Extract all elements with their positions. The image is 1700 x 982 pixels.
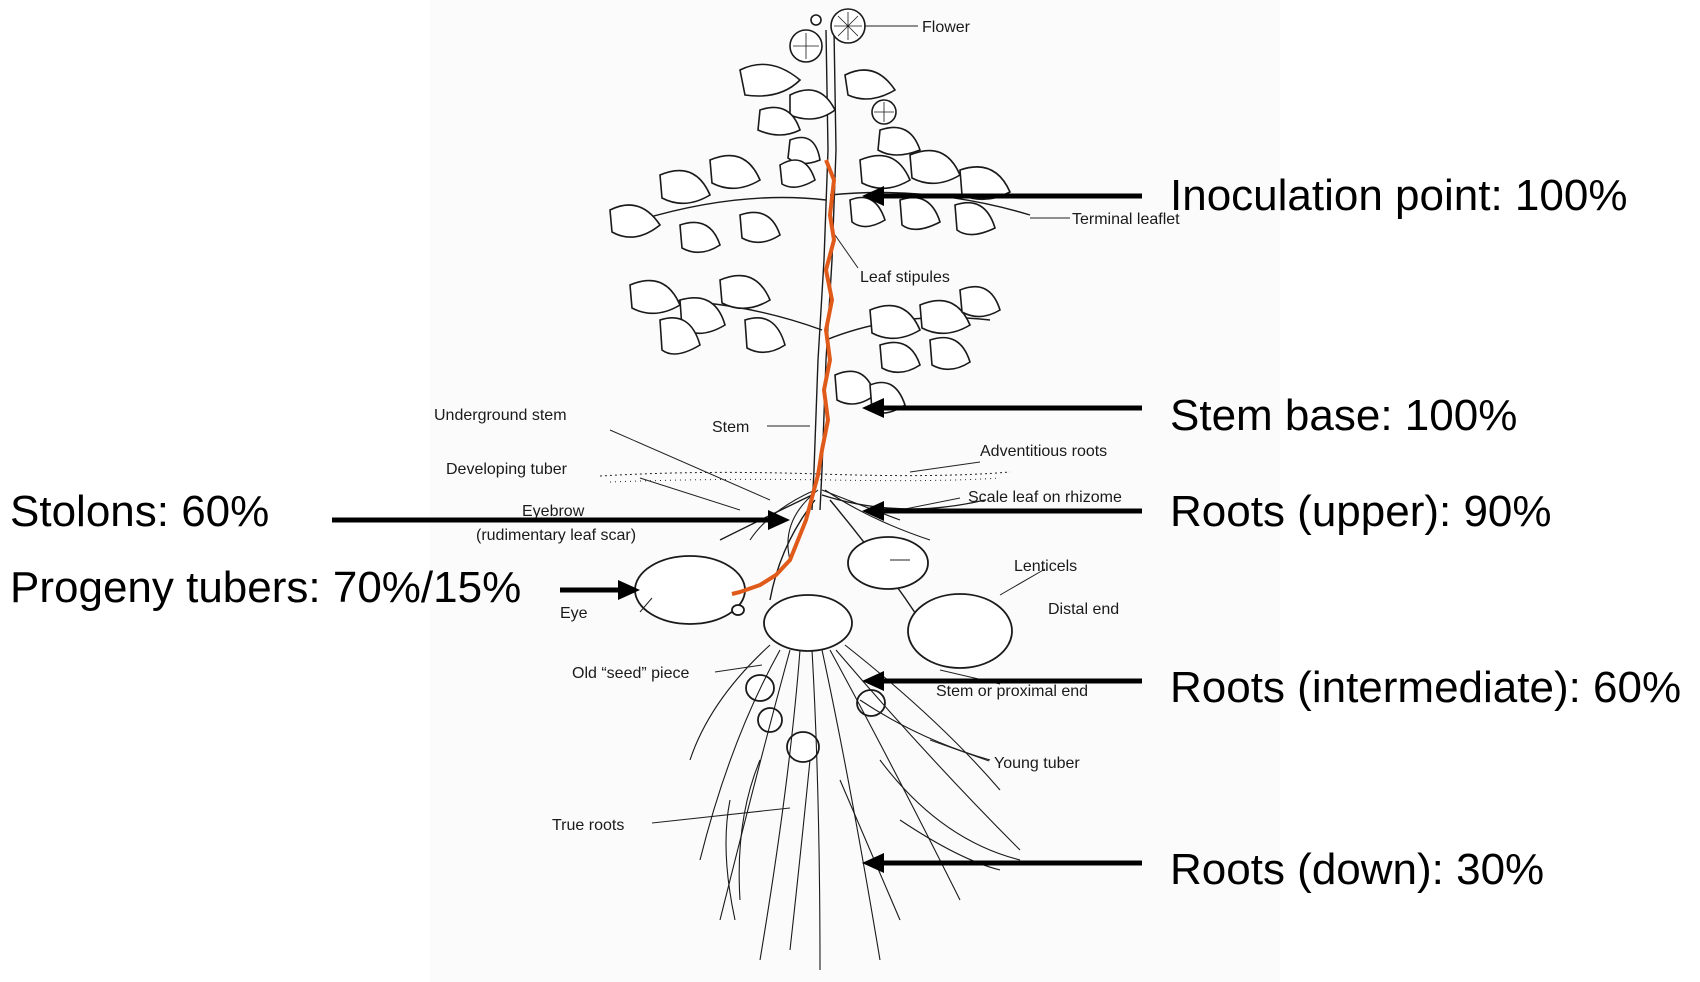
figure-background (430, 0, 1280, 982)
annotation-roots-down: Roots (down): 30% (1170, 845, 1544, 894)
young-tuber-2 (758, 708, 782, 732)
label-terminal-leaflet: Terminal leaflet (1072, 211, 1180, 228)
old-seed-piece (764, 595, 852, 651)
annotation-stem-base: Stem base: 100% (1170, 391, 1517, 440)
label-eye: Eye (560, 605, 588, 622)
progeny-tuber-left (635, 556, 745, 624)
label-adventitious-roots: Adventitious roots (980, 443, 1107, 460)
label-young-tuber: Young tuber (994, 755, 1080, 772)
annotation-roots-upper: Roots (upper): 90% (1170, 487, 1552, 536)
label-scale-leaf: Scale leaf on rhizome (968, 489, 1122, 506)
label-stem: Stem (712, 419, 749, 436)
label-rudimentary: (rudimentary leaf scar) (476, 527, 636, 544)
label-developing-tuber: Developing tuber (446, 461, 568, 478)
label-lenticels: Lenticels (1014, 558, 1077, 575)
annotation-stolons: Stolons: 60% (10, 487, 269, 536)
label-true-roots: True roots (552, 817, 624, 834)
progeny-tuber-right (908, 594, 1012, 668)
label-stem-proximal: Stem or proximal end (936, 683, 1088, 700)
young-tuber-4 (857, 690, 885, 716)
label-distal-end: Distal end (1048, 601, 1119, 618)
annotation-inoculation: Inoculation point: 100% (1170, 171, 1627, 220)
label-underground-stem: Underground stem (434, 407, 567, 424)
label-eyebrow: Eyebrow (522, 503, 585, 520)
annotation-roots-intermediate: Roots (intermediate): 60% (1170, 663, 1681, 712)
label-old-seed: Old “seed” piece (572, 665, 689, 682)
label-flower: Flower (922, 19, 971, 36)
annotation-progeny: Progeny tubers: 70%/15% (10, 563, 521, 612)
label-leaf-stipules: Leaf stipules (860, 269, 950, 286)
progeny-tuber-upper-right (848, 537, 928, 589)
